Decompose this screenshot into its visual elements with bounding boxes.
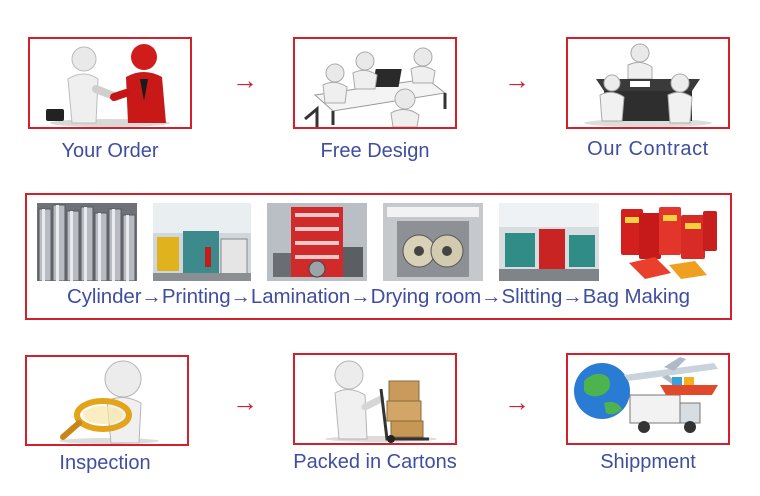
shippment-label: Shippment (600, 451, 696, 473)
inspection-label: Inspection (59, 452, 151, 474)
drying-room-photo (383, 203, 483, 281)
design-meeting-icon (304, 47, 447, 127)
packed-in-cartons-frame (293, 353, 457, 445)
our-contract-frame (566, 37, 730, 129)
arrow-icon: → (504, 65, 530, 95)
inspection-frame (25, 355, 189, 446)
contract-desk-icon (584, 43, 712, 127)
packaging-bags-photo (615, 203, 719, 281)
packed-in-cartons-label: Packed in Cartons (293, 451, 457, 473)
shippment-frame (566, 353, 730, 445)
hand-truck-cartons-icon (325, 360, 437, 443)
cylinders-photo (37, 203, 137, 281)
production-process-text: Cylinder→Printing→Lamination→Drying room… (67, 285, 690, 308)
your-order-frame (28, 37, 192, 129)
arrow-icon: → (232, 65, 258, 95)
printing-machine-photo (153, 203, 251, 281)
your-order-label: Your Order (61, 140, 159, 162)
magnifier-figure-icon (59, 360, 159, 444)
slitting-machine-photo (499, 203, 599, 281)
globe-transport-icon (574, 357, 718, 433)
arrow-icon: → (232, 387, 258, 417)
handshake-icon (46, 44, 170, 127)
lamination-machine-photo (267, 203, 367, 281)
free-design-label: Free Design (320, 140, 430, 162)
our-contract-label: Our Contract (587, 138, 709, 160)
free-design-frame (293, 37, 457, 129)
arrow-icon: → (504, 387, 530, 417)
production-process-frame: Cylinder→Printing→Lamination→Drying room… (25, 193, 732, 320)
